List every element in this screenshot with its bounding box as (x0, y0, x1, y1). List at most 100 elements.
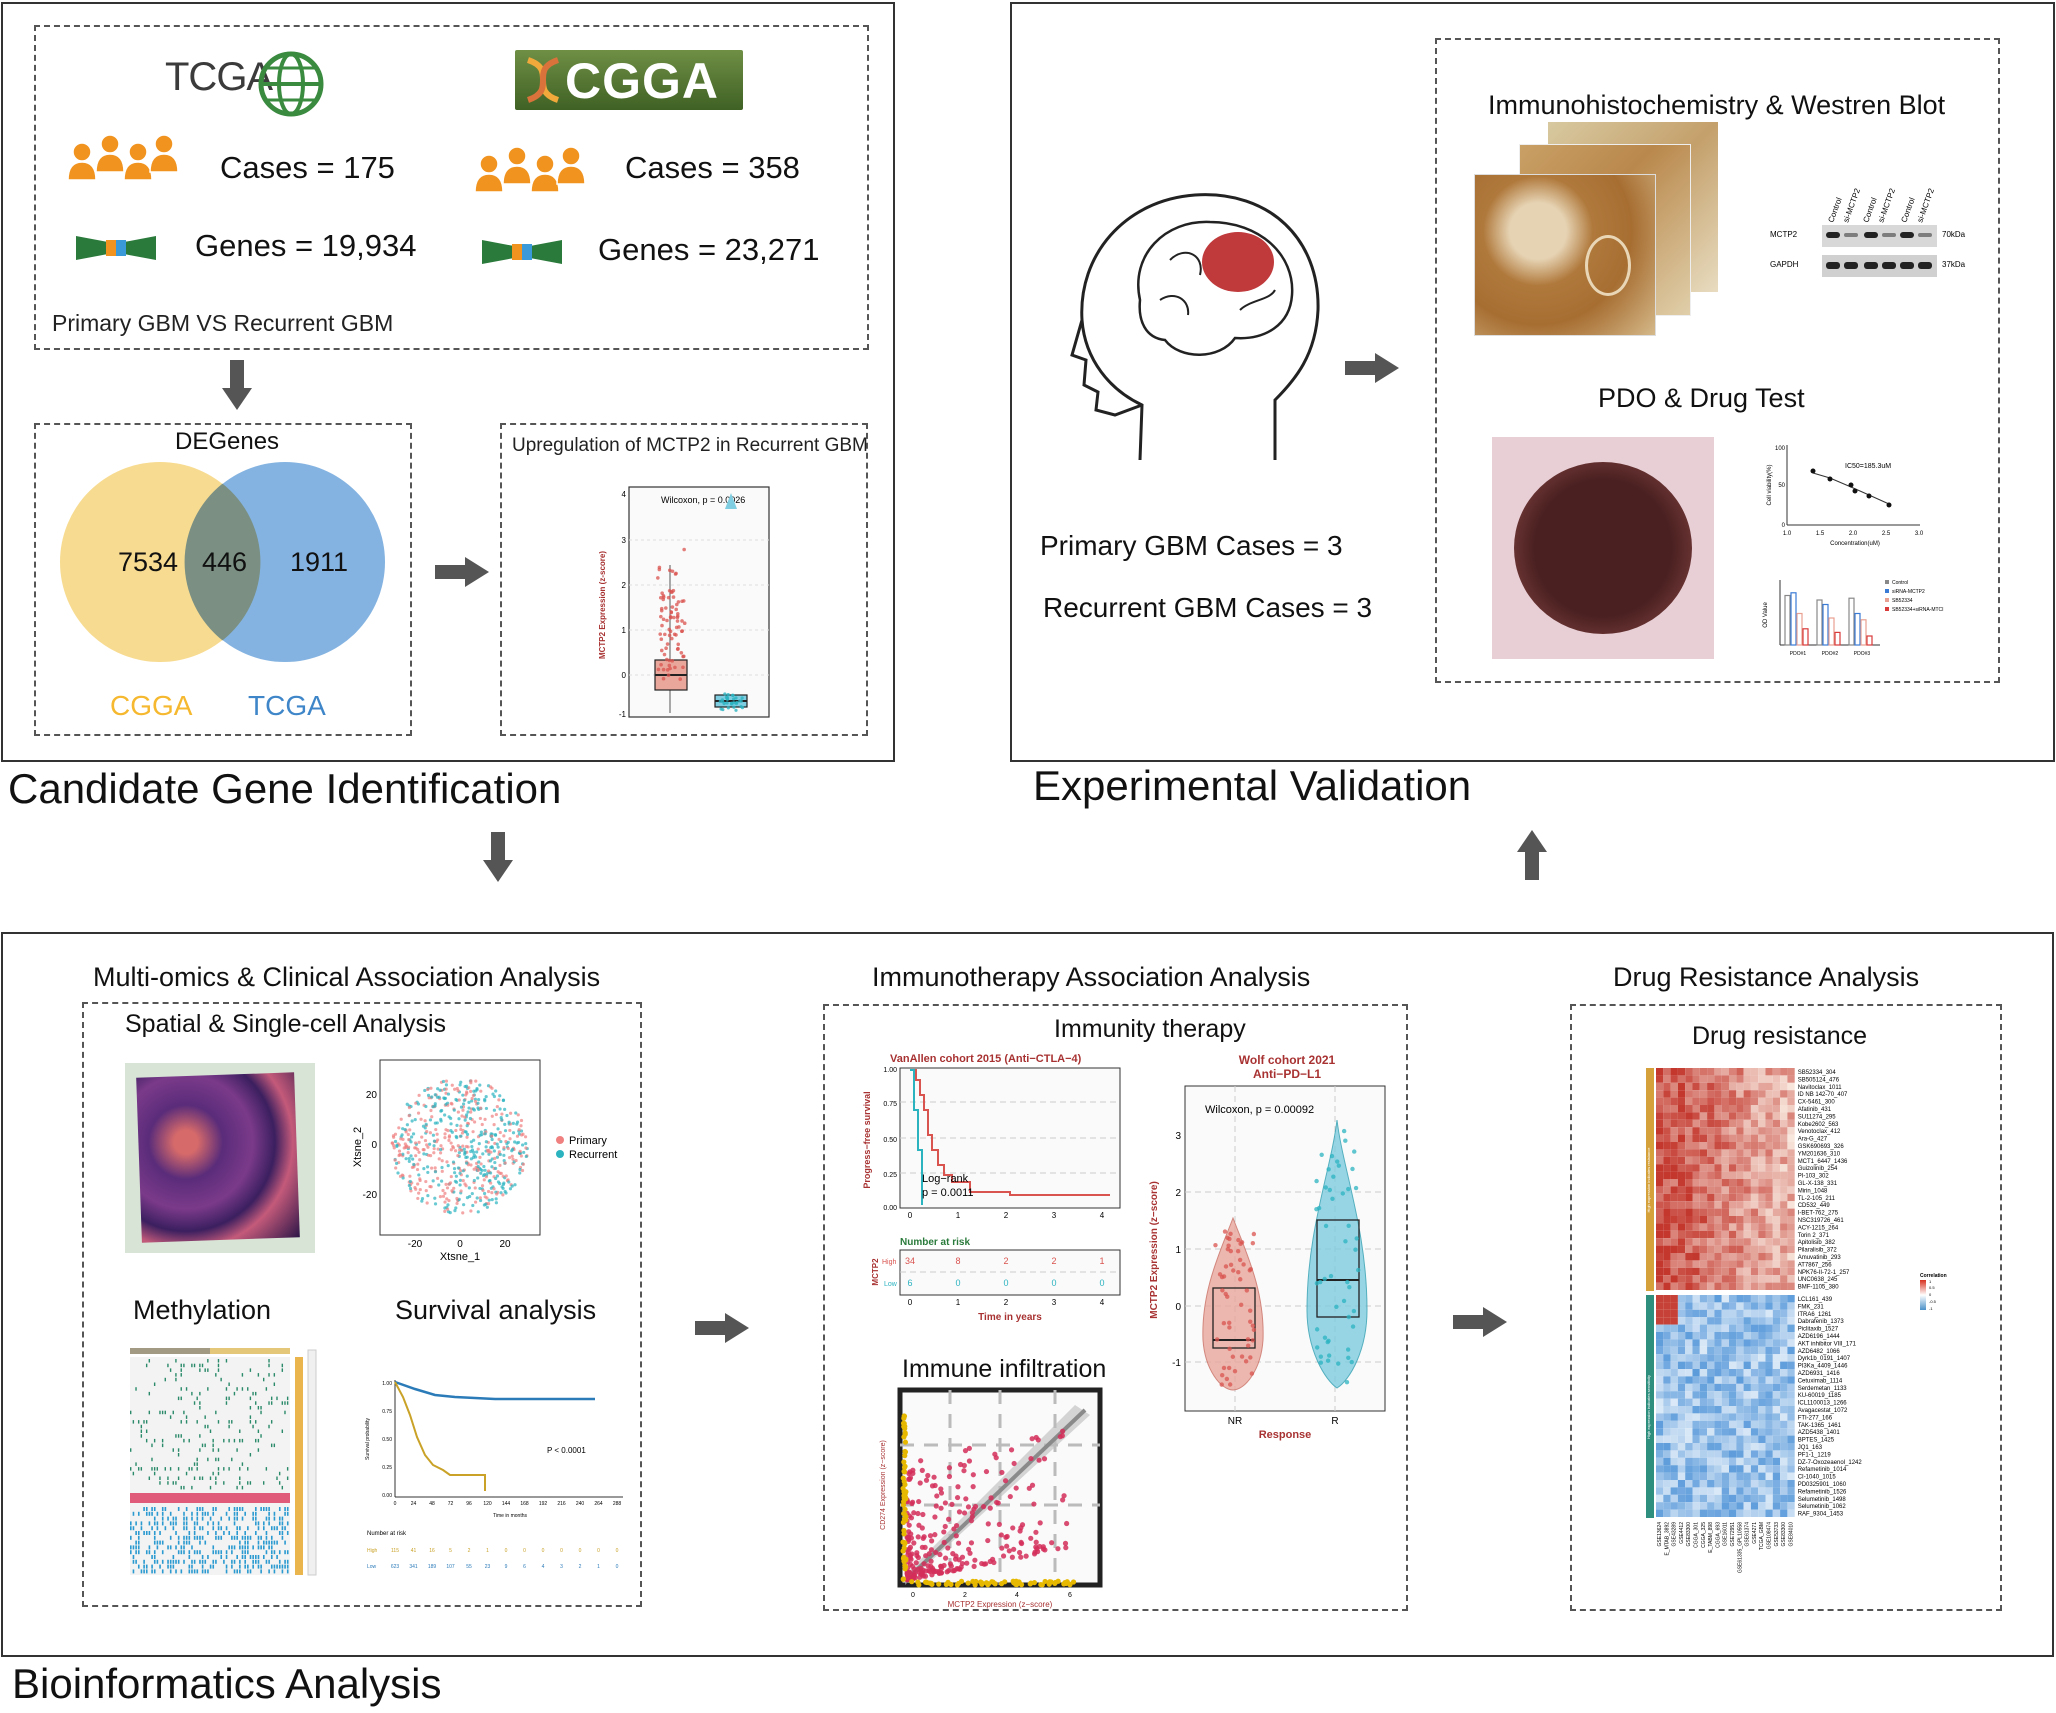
heat-cell (1685, 1443, 1693, 1451)
wolf-dot-r (1326, 1353, 1332, 1358)
heat-cell (1780, 1238, 1788, 1246)
heat-cell (1721, 1193, 1729, 1202)
heat-cell (1758, 1339, 1766, 1347)
heat-cell (1736, 1208, 1744, 1216)
bioinformatics-panel (1, 932, 2054, 1657)
meth-mark (132, 1555, 135, 1559)
meth-mark (257, 1545, 260, 1550)
up-dot-primary (681, 665, 685, 670)
tsne-dot-recurrent (513, 1183, 517, 1187)
heat-cell (1780, 1398, 1788, 1406)
inf-dot (964, 1560, 970, 1566)
heat-cell (1699, 1201, 1708, 1209)
meth-mark (199, 1406, 201, 1410)
up-dot-primary (667, 633, 672, 638)
tsne-dot-recurrent (494, 1166, 498, 1170)
heat-cell (1663, 1171, 1671, 1179)
heat-cell (1772, 1275, 1781, 1283)
heat-cell (1670, 1216, 1678, 1224)
heat-cell (1721, 1450, 1729, 1458)
heat-cell (1663, 1420, 1671, 1429)
heat-cell (1692, 1097, 1700, 1105)
heat-cell (1780, 1317, 1788, 1325)
heat-cell (1685, 1354, 1693, 1362)
od-legend: SB52334+siRNA-MTCI (1892, 607, 1944, 613)
inf-dot (1033, 1434, 1039, 1441)
heat-cell (1736, 1193, 1744, 1202)
heat-cell (1743, 1376, 1751, 1384)
meth-mark (180, 1363, 182, 1368)
heat-cell (1685, 1260, 1693, 1268)
heat-col-label: CGGA_325 (1701, 1522, 1707, 1548)
heat-cell (1677, 1465, 1686, 1473)
tsne-dot-recurrent (462, 1098, 466, 1102)
heat-cell (1714, 1075, 1722, 1083)
meth-mark (191, 1559, 193, 1564)
wolf-dot-nr (1225, 1235, 1230, 1241)
tsne-dot-primary (418, 1187, 422, 1192)
ic50-xtick: 1.5 (1816, 531, 1825, 537)
meth-mark (257, 1540, 260, 1545)
candidate-panel (1, 2, 895, 762)
up-dot-primary (671, 595, 676, 599)
meth-mark (130, 1410, 132, 1415)
km-risk-low-label: Low (884, 1281, 898, 1288)
inf-dot (907, 1552, 914, 1558)
wolf-dot-nr (1219, 1373, 1225, 1378)
tsne-dot-recurrent (482, 1164, 486, 1169)
tsne-dot-primary (476, 1168, 480, 1172)
heat-row-label: SU11274_295 (1798, 1114, 1837, 1120)
tsne-dot-recurrent (436, 1087, 440, 1091)
heat-cell (1780, 1216, 1788, 1224)
inf-dot (1017, 1528, 1023, 1534)
heat-cell (1772, 1105, 1781, 1113)
heat-cell (1692, 1112, 1700, 1120)
heat-cell (1787, 1119, 1795, 1128)
wolf-violin-plot: Wolf cohort 2021 Anti−PD−L1 Wilcoxon, p … (1149, 1053, 1386, 1441)
meth-mark (183, 1559, 185, 1564)
meth-mark (215, 1559, 217, 1564)
inf-dot-axis (1052, 1579, 1058, 1586)
heat-cell (1714, 1201, 1722, 1209)
meth-mark (286, 1401, 289, 1405)
wolf-xcat: R (1331, 1416, 1338, 1427)
meth-mark (255, 1507, 257, 1511)
meth-mark (175, 1521, 177, 1526)
tsne-dot-recurrent (412, 1162, 416, 1167)
heat-cell (1736, 1435, 1744, 1443)
tsne-dot-primary (461, 1144, 465, 1148)
heat-cell (1692, 1223, 1700, 1231)
wolf-dot-r (1345, 1347, 1351, 1352)
heat-cell (1729, 1413, 1737, 1421)
heat-cell (1729, 1509, 1737, 1517)
datasets-box (34, 25, 869, 350)
meth-mark (207, 1569, 209, 1574)
up-dot-recurrent (729, 701, 734, 705)
infiltration-scatter: CD274 Expression (z−score) 0 2 4 6 MCTP2… (880, 1387, 1103, 1609)
heat-cell (1729, 1472, 1737, 1480)
meth-mark (239, 1526, 241, 1531)
wb-size: 37kDa (1942, 260, 1966, 269)
heat-cell (1743, 1230, 1751, 1239)
tsne-dot-primary (400, 1173, 404, 1177)
meth-mark (161, 1507, 164, 1511)
wolf-dot-nr (1220, 1288, 1225, 1293)
wolf-dot-r (1350, 1166, 1355, 1172)
heat-cell (1692, 1354, 1700, 1362)
meth-mark (268, 1373, 270, 1377)
heat-row-label: Torin 2_371 (1798, 1233, 1830, 1239)
heat-cell (1743, 1097, 1751, 1105)
heat-row-label: Kobe2602_563 (1798, 1122, 1839, 1128)
inf-dot (938, 1570, 945, 1576)
heat-cell (1765, 1428, 1773, 1436)
heat-cell (1707, 1282, 1715, 1290)
tsne-dot-recurrent (407, 1159, 411, 1163)
heat-cell (1758, 1260, 1766, 1268)
tsne-dot-recurrent (466, 1110, 470, 1114)
heat-cell (1692, 1369, 1700, 1377)
heat-cell (1729, 1164, 1737, 1172)
heat-cell (1656, 1149, 1664, 1157)
heat-cell (1743, 1201, 1751, 1209)
up-dot-primary (658, 595, 663, 600)
heat-cell (1685, 1179, 1693, 1187)
